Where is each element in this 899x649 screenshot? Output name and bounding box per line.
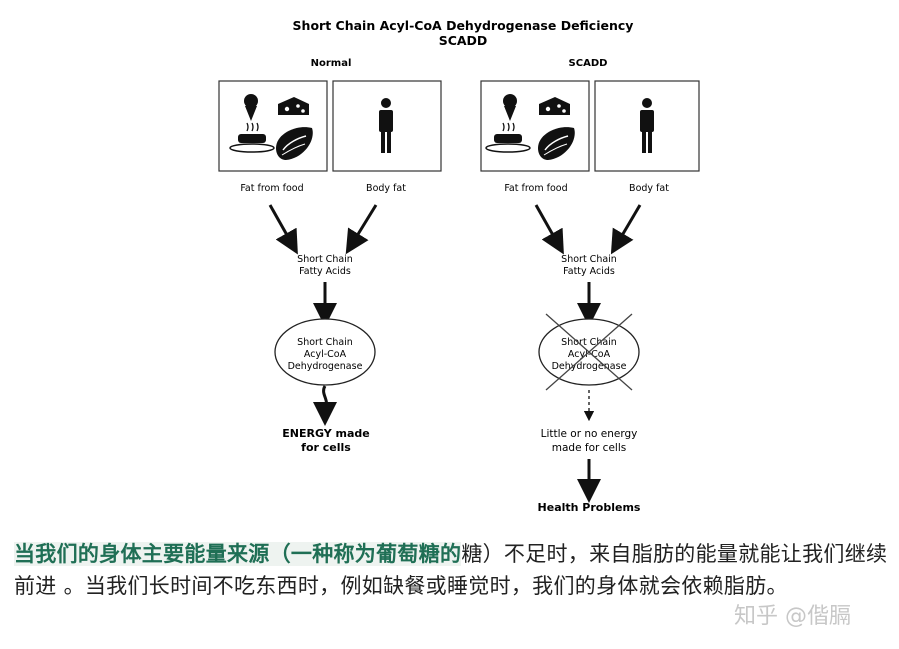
scadd-heading: SCADD — [569, 58, 608, 69]
scadd-acids-label-2: Fatty Acids — [563, 266, 615, 277]
ice-cream-icon — [503, 94, 517, 121]
meat-icon — [276, 127, 313, 160]
normal-food-box — [218, 80, 328, 172]
scadd-result-label-1: Little or no energy — [541, 428, 638, 440]
caption-paragraph: 当我们的身体主要能量来源（一种称为葡萄糖的糖）不足时，来自脂肪的能量就能让我们继… — [14, 538, 894, 602]
scadd-body-box — [594, 80, 700, 172]
scadd-enzyme-label-3: Dehydrogenase — [552, 361, 627, 372]
scadd-food-box — [480, 80, 590, 172]
scadd-health-problems-label: Health Problems — [538, 501, 641, 514]
normal-arrow-energy — [313, 385, 337, 426]
cheese-icon — [278, 97, 309, 115]
normal-arrow-food — [268, 204, 298, 255]
scadd-acids-label-1: Short Chain — [561, 254, 617, 265]
scadd-enzyme-label-1: Short Chain — [561, 337, 617, 348]
fried-food-icon — [485, 122, 531, 153]
diagram-title: Short Chain Acyl-CoA Dehydrogenase Defic… — [293, 18, 634, 33]
cheese-icon — [539, 97, 570, 115]
normal-result-label-2: for cells — [301, 441, 351, 454]
watermark: 知乎 @偕膈 — [734, 604, 851, 629]
normal-enzyme-ellipse — [274, 318, 376, 386]
normal-heading: Normal — [311, 58, 352, 69]
diagram-subtitle: SCADD — [439, 33, 488, 48]
meat-icon — [538, 127, 575, 160]
normal-fat-food-label: Fat from food — [240, 183, 303, 194]
normal-arrow-body — [345, 204, 378, 255]
normal-body-box — [332, 80, 442, 172]
caption-highlight: 当我们的身体主要能量来源（一种称为葡萄糖的 — [14, 542, 462, 566]
normal-acids-label-2: Fatty Acids — [299, 266, 351, 277]
ice-cream-icon — [244, 94, 258, 121]
normal-enzyme-label-2: Acyl-CoA — [304, 349, 347, 360]
scadd-arrow-food — [534, 204, 564, 255]
normal-enzyme-label-3: Dehydrogenase — [288, 361, 363, 372]
fried-food-icon — [229, 122, 275, 153]
enzyme-cross-mark — [545, 313, 633, 391]
scadd-diagram: Short Chain Acyl-CoA Dehydrogenase Defic… — [218, 18, 700, 514]
scadd-body-fat-label: Body fat — [629, 183, 669, 194]
normal-result-label-1: ENERGY made — [282, 427, 370, 440]
normal-body-fat-label: Body fat — [366, 183, 406, 194]
person-icon — [640, 98, 654, 153]
scadd-result-label-2: made for cells — [552, 442, 626, 454]
normal-enzyme-label-1: Short Chain — [297, 337, 353, 348]
normal-acids-label-1: Short Chain — [297, 254, 353, 265]
person-icon — [379, 98, 393, 153]
caption-text: 糖）不足时，来自脂肪的能量就能让我们继续前进 。当我们长时间不吃东西时，例如缺餐… — [14, 542, 888, 598]
scadd-arrow-body — [610, 204, 642, 255]
scadd-enzyme-label-2: Acyl-CoA — [568, 349, 611, 360]
scadd-fat-food-label: Fat from food — [504, 183, 567, 194]
